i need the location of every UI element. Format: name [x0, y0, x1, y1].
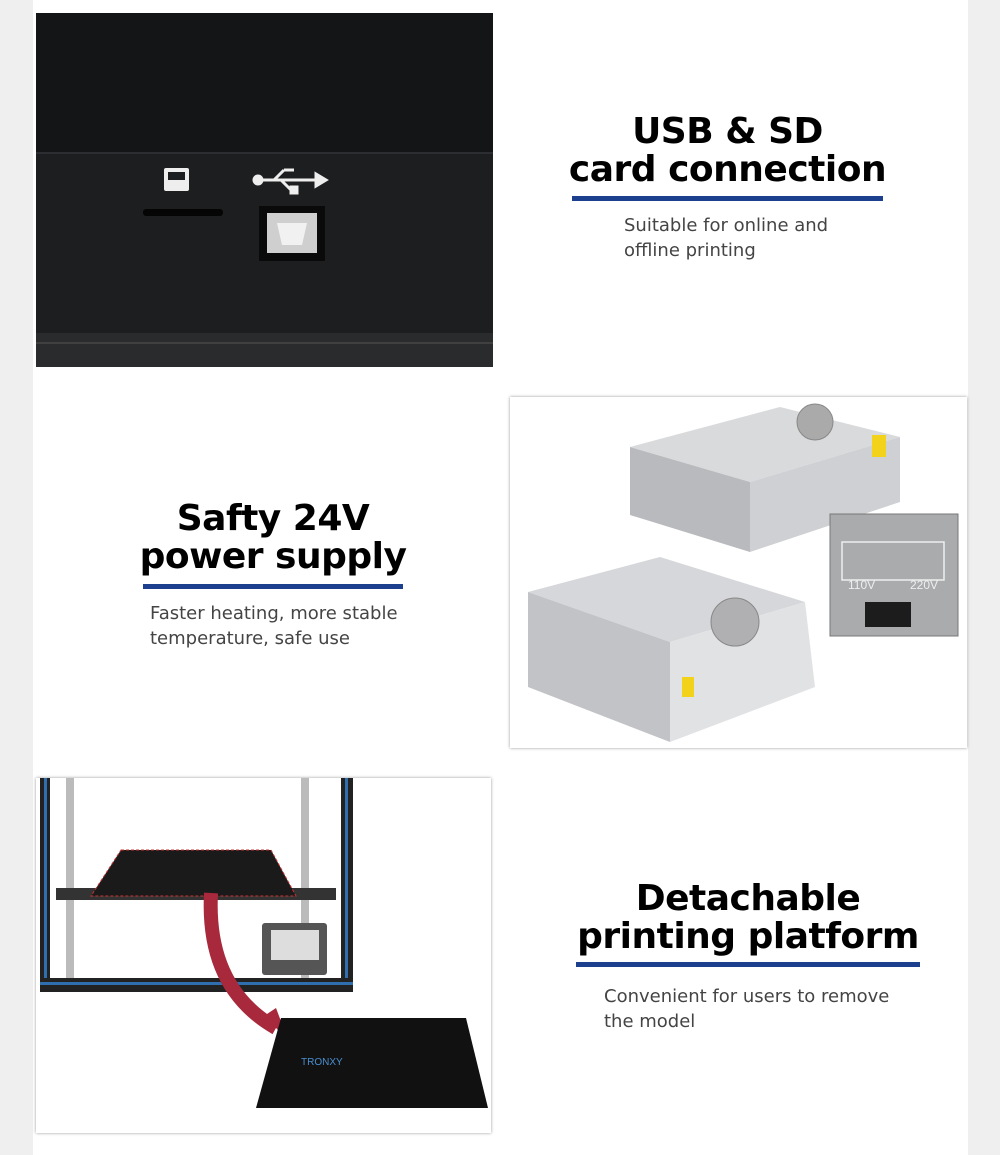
left-gutter	[0, 0, 33, 1155]
title-underline	[143, 584, 403, 589]
arrow-icon	[203, 892, 280, 1035]
brand-label: TRONXY	[301, 1057, 343, 1068]
title-underline	[576, 962, 920, 967]
title-line: Detachable	[635, 878, 861, 919]
title-line: card connection	[568, 149, 887, 190]
power-supply-photo: 110V 220V	[510, 397, 967, 748]
voltage-220-label: 220V	[910, 578, 938, 592]
title-line: printing platform	[577, 916, 919, 957]
section-title: Safty 24V power supply	[130, 500, 416, 576]
detached-bed	[256, 1018, 488, 1108]
sd-card-slot	[143, 209, 223, 216]
section-title: Detachable printing platform	[575, 880, 921, 956]
section-subtitle: Faster heating, more stable temperature,…	[150, 601, 398, 651]
subtitle-line: Suitable for online and	[624, 215, 829, 236]
usb-icon	[252, 168, 329, 195]
title-line: power supply	[139, 536, 407, 577]
subtitle-line: Convenient for users to remove	[604, 986, 890, 1007]
right-gutter	[968, 0, 1000, 1155]
title-underline	[572, 196, 883, 201]
subtitle-line: offline printing	[624, 240, 756, 261]
subtitle-line: Faster heating, more stable	[150, 603, 398, 624]
section-subtitle: Suitable for online and offline printing	[624, 213, 828, 263]
subtitle-line: the model	[604, 1011, 696, 1032]
section-title: USB & SD card connection	[560, 113, 895, 189]
voltage-110-label: 110V	[848, 578, 875, 592]
title-line: Safty 24V	[176, 498, 370, 539]
title-line: USB & SD	[632, 111, 823, 152]
printing-platform-photo: TRONXY	[36, 778, 491, 1133]
subtitle-line: temperature, safe use	[150, 628, 350, 649]
section-subtitle: Convenient for users to remove the model	[604, 984, 889, 1034]
usb-sd-photo	[36, 13, 493, 367]
sd-card-icon	[164, 168, 189, 191]
